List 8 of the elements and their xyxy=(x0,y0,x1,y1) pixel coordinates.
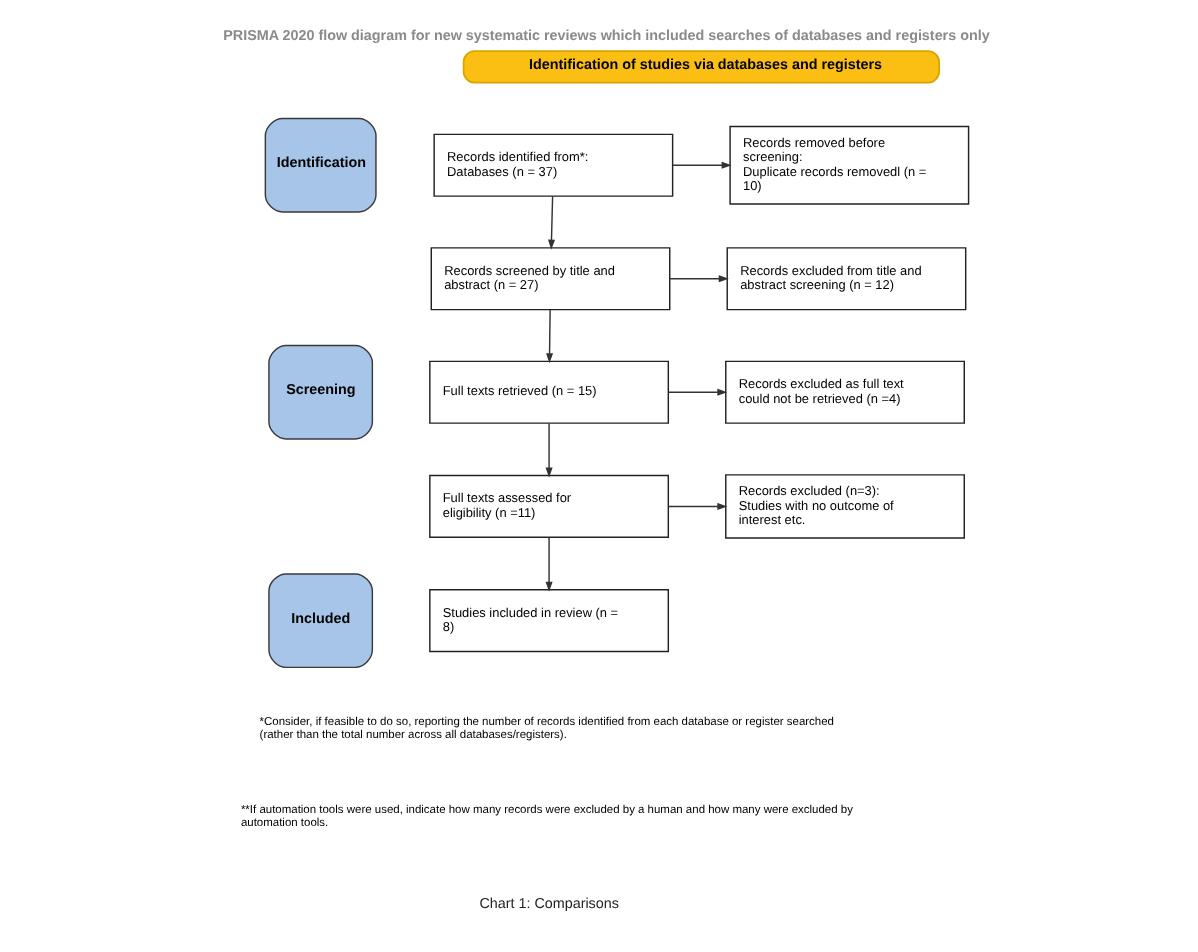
arrow xyxy=(668,501,728,509)
arrow xyxy=(546,308,554,363)
arrow xyxy=(545,536,553,591)
arrow xyxy=(545,421,553,477)
arrow xyxy=(668,387,728,395)
arrow xyxy=(669,274,729,282)
arrow xyxy=(672,160,732,168)
arrow xyxy=(547,194,556,249)
